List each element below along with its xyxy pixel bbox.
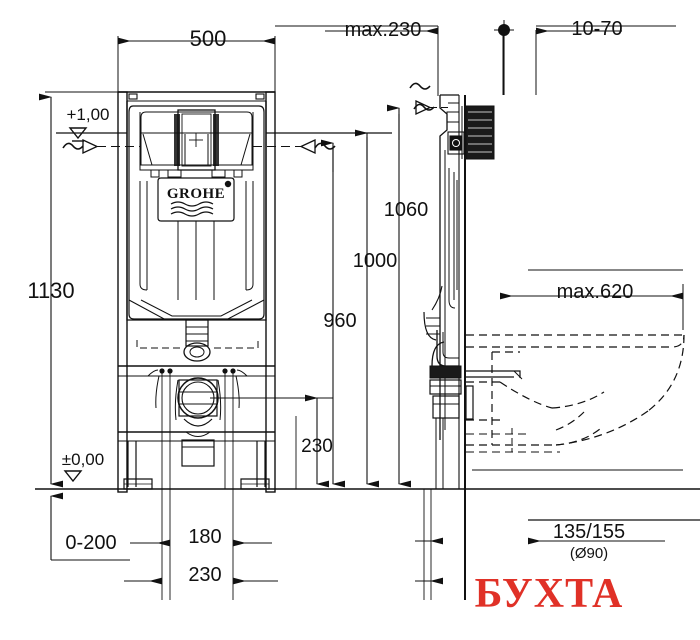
grohe-logo-dot bbox=[224, 180, 232, 188]
label-outlet-diameter: (Ø90) bbox=[570, 545, 608, 562]
buhta-watermark: БУХТА bbox=[473, 570, 624, 619]
dimension-chain-heights bbox=[210, 104, 411, 489]
dimension-0-200 bbox=[50, 492, 130, 561]
grohe-logo-text: GROHE bbox=[167, 186, 225, 202]
dimension-labels: 500 max.230 10-70 1130 +1,00 ±0,00 1060 … bbox=[27, 18, 633, 586]
level-marker-plus-one bbox=[68, 127, 88, 142]
label-height-1000: 1000 bbox=[353, 250, 398, 272]
label-height-230: 230 bbox=[301, 436, 333, 457]
dimension-10-70 bbox=[494, 20, 622, 95]
label-range-10-70: 10-70 bbox=[571, 18, 622, 40]
extension-lines bbox=[117, 25, 676, 100]
break-symbol-right bbox=[253, 132, 392, 155]
toilet-bowl-outline bbox=[466, 334, 685, 446]
label-height-1060: 1060 bbox=[384, 199, 429, 221]
dimension-135-155 bbox=[415, 489, 700, 600]
label-range-0-200: 0-200 bbox=[65, 532, 116, 554]
dimension-height-1130 bbox=[39, 91, 127, 488]
bowl-fixing-detail bbox=[465, 370, 683, 471]
flush-connection bbox=[136, 340, 259, 600]
break-symbol-left bbox=[56, 132, 140, 155]
dimension-230-bottom bbox=[124, 489, 278, 600]
label-spacing-180: 180 bbox=[188, 526, 221, 548]
label-spacing-230: 230 bbox=[188, 564, 221, 586]
label-max-230: max.230 bbox=[345, 19, 422, 41]
level-marker-zero bbox=[63, 470, 83, 483]
label-level-zero: ±0,00 bbox=[62, 450, 104, 469]
label-outlet-135-155: 135/155 bbox=[553, 521, 625, 543]
dimension-max-620 bbox=[500, 269, 684, 330]
grohe-wave-mark bbox=[170, 201, 214, 217]
label-height-1130: 1130 bbox=[27, 278, 74, 303]
side-view-frame bbox=[423, 94, 495, 600]
label-level-plus-1: +1,00 bbox=[66, 105, 109, 124]
grohe-logo-plate bbox=[157, 177, 235, 222]
cistern-body bbox=[126, 101, 267, 347]
label-height-960: 960 bbox=[323, 310, 356, 332]
grohe-logo: GROHE bbox=[167, 180, 232, 217]
front-view-frame bbox=[35, 91, 700, 493]
break-symbol-side bbox=[409, 82, 452, 116]
watermark-text: БУХТА bbox=[475, 571, 624, 617]
label-width-500: 500 bbox=[190, 26, 227, 51]
label-max-620: max.620 bbox=[557, 281, 634, 303]
